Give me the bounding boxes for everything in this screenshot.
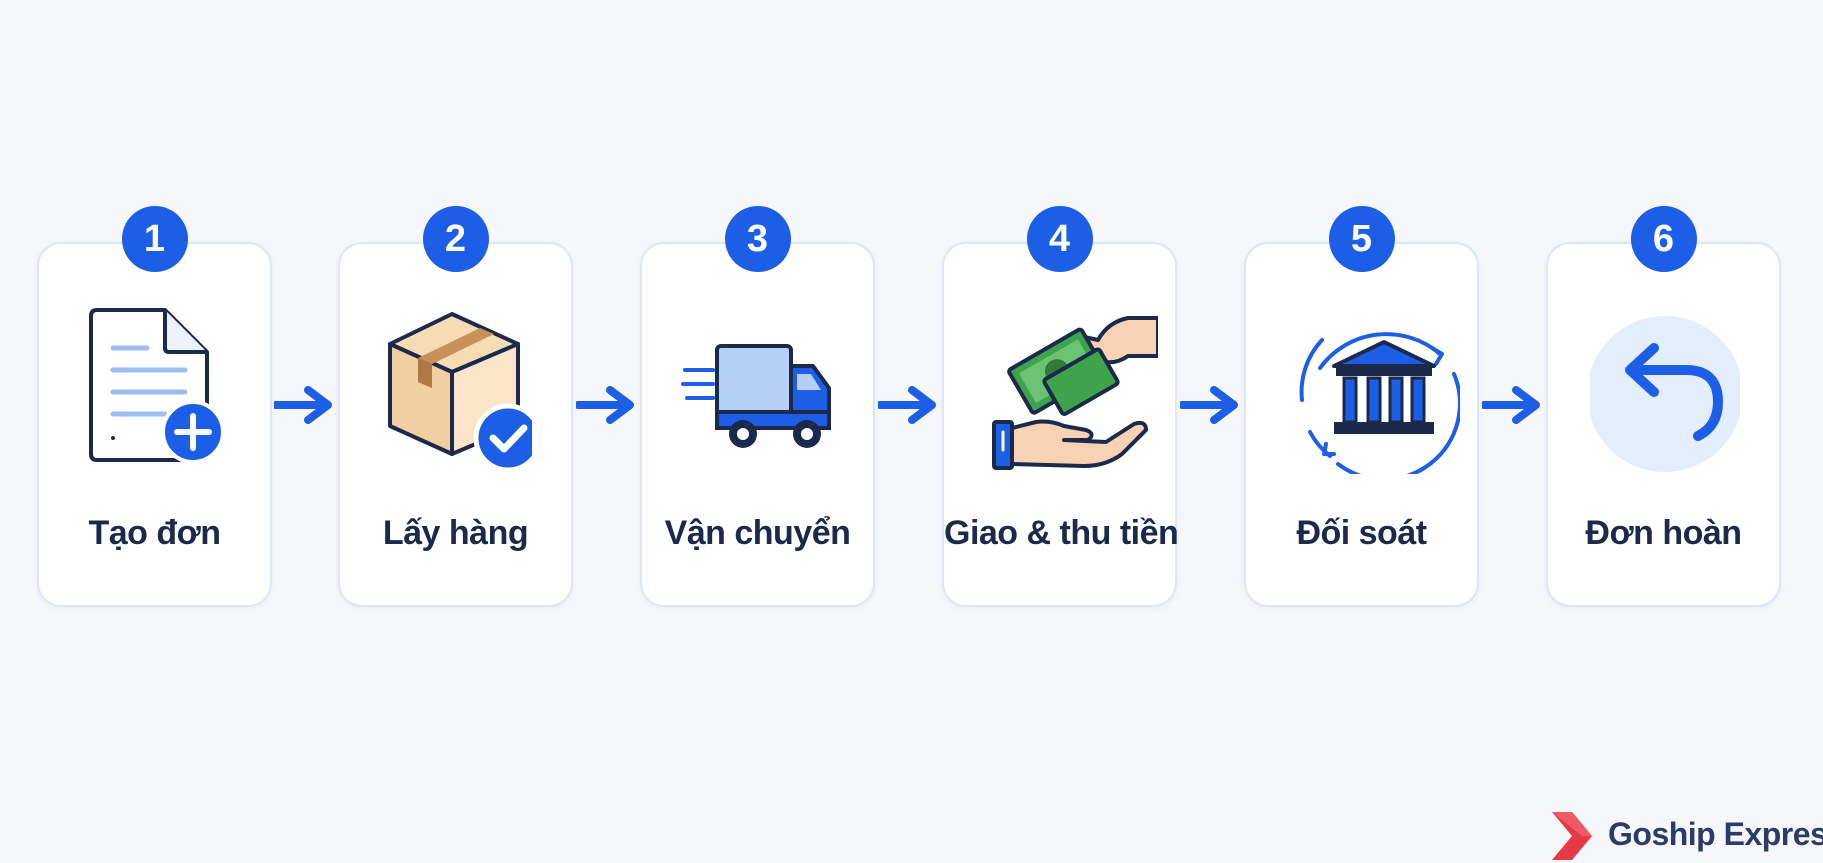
step-number-badge: 3 <box>724 206 791 272</box>
step-number-badge: 5 <box>1328 206 1395 272</box>
step-label: Tạo đơn <box>88 514 221 552</box>
brand-name: Goship Express <box>1608 816 1823 852</box>
return-arrow-icon <box>1590 316 1740 472</box>
step-card-4: 4 Giao & thu tiền <box>942 206 1179 607</box>
step-card-6: 6 Đơn hoàn <box>1546 206 1781 607</box>
arrow-right-icon <box>878 386 936 424</box>
step-number-badge: 2 <box>422 206 489 272</box>
step-number-badge: 6 <box>1630 206 1697 272</box>
delivery-truck-icon <box>681 344 831 448</box>
step-label: Giao & thu tiền <box>944 514 1179 552</box>
arrow-right-icon <box>1180 386 1238 424</box>
step-label: Lấy hàng <box>382 514 529 552</box>
package-check-icon <box>388 312 532 473</box>
step-card-1: 1 Tạo đơn <box>37 206 272 607</box>
step-label: Vận chuyển <box>664 514 851 552</box>
brand-mark: Goship Express <box>1550 808 1823 863</box>
arrow-right-icon <box>274 386 332 424</box>
bank-sync-icon <box>1299 332 1460 474</box>
step-number-badge: 1 <box>121 206 188 272</box>
step-card-2: 2 Lấy hàng <box>338 206 573 607</box>
step-label: Đơn hoàn <box>1585 514 1742 552</box>
cash-handover-icon <box>992 316 1158 470</box>
step-label: Đối soát <box>1296 514 1427 552</box>
arrow-right-icon <box>1482 386 1540 424</box>
arrow-right-icon <box>576 386 634 424</box>
chevron-logo-icon <box>1552 812 1592 860</box>
document-add-icon <box>89 308 225 464</box>
step-card-3: 3 Vận chuyển <box>640 206 875 607</box>
step-card-5: 5 Đối soát <box>1244 206 1479 607</box>
step-number-badge: 4 <box>1026 206 1093 272</box>
